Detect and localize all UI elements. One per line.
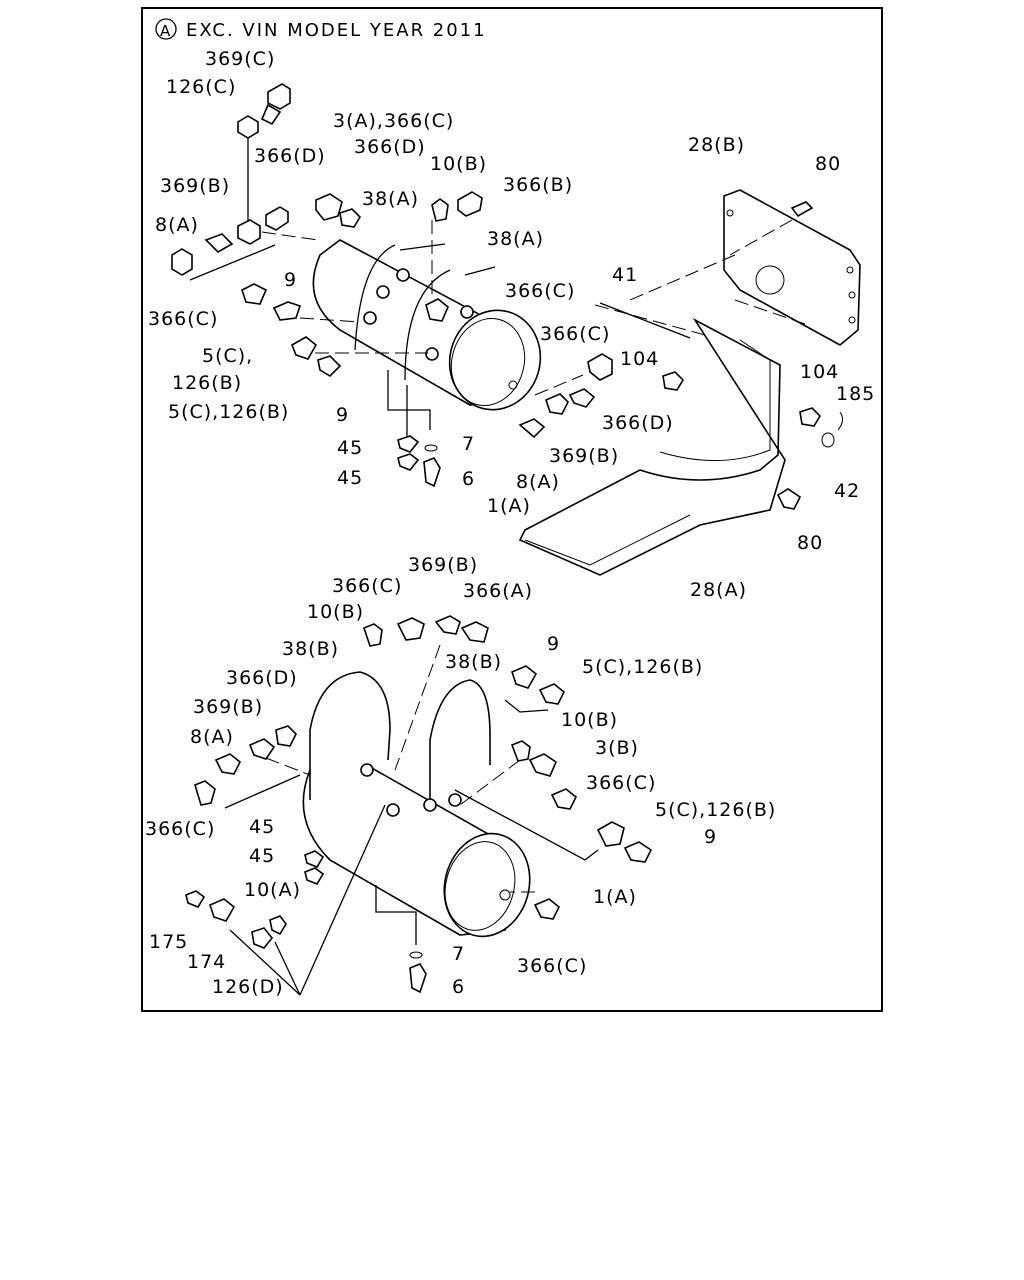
label-41: 41 bbox=[612, 264, 638, 286]
label-38b-b: 38(B) bbox=[445, 651, 502, 673]
label-5c-126b-b: 5(C),126(B) bbox=[655, 799, 776, 821]
label-10b-a: 10(B) bbox=[307, 601, 364, 623]
label-9a: 9 bbox=[284, 269, 297, 291]
lower-tank-group bbox=[185, 615, 653, 996]
label-45b: 45 bbox=[249, 845, 275, 867]
page-title: EXC. VIN MODEL YEAR 2011 bbox=[186, 20, 487, 41]
upper-tank-labels: 369(C) 126(C) 3(A),366(C) 366(D) 366(D) … bbox=[148, 48, 674, 517]
label-174: 174 bbox=[187, 951, 226, 973]
label-366b: 366(B) bbox=[503, 174, 573, 196]
label-8a-2: 8(A) bbox=[516, 471, 560, 493]
label-366c-a: 366(C) bbox=[332, 575, 402, 597]
label-10a: 10(A) bbox=[244, 879, 301, 901]
label-366c-a: 366(C) bbox=[505, 280, 575, 302]
title-block: A EXC. VIN MODEL YEAR 2011 bbox=[155, 18, 487, 41]
label-9a: 9 bbox=[547, 633, 560, 655]
label-366d-b: 366(D) bbox=[354, 136, 426, 158]
label-5c-126b: 5(C),126(B) bbox=[168, 401, 289, 423]
label-369c: 369(C) bbox=[205, 48, 275, 70]
label-38a-a: 38(A) bbox=[362, 188, 419, 210]
fitting-369c bbox=[267, 83, 291, 110]
label-366c-b: 366(C) bbox=[586, 772, 656, 794]
label-45b: 45 bbox=[337, 467, 363, 489]
label-126b: 126(B) bbox=[172, 372, 242, 394]
label-369b: 369(B) bbox=[408, 554, 478, 576]
label-3b: 3(B) bbox=[595, 737, 639, 759]
label-104b: 104 bbox=[800, 361, 839, 383]
label-9b: 9 bbox=[704, 826, 717, 848]
label-6: 6 bbox=[462, 468, 475, 490]
label-5c-126b-a: 5(C),126(B) bbox=[582, 656, 703, 678]
label-175: 175 bbox=[149, 931, 188, 953]
label-369b: 369(B) bbox=[160, 175, 230, 197]
lower-air-tank-endcap bbox=[443, 832, 531, 938]
label-45a: 45 bbox=[337, 437, 363, 459]
label-1a: 1(A) bbox=[593, 886, 637, 908]
section-marker: A bbox=[160, 22, 171, 40]
upper-bracket-28b bbox=[723, 189, 861, 346]
label-8a: 8(A) bbox=[155, 214, 199, 236]
label-366c-d: 366(C) bbox=[517, 955, 587, 977]
label-7: 7 bbox=[452, 943, 465, 965]
label-38a-b: 38(A) bbox=[487, 228, 544, 250]
label-8a: 8(A) bbox=[190, 726, 234, 748]
label-38b-a: 38(B) bbox=[282, 638, 339, 660]
label-366c-c: 366(C) bbox=[145, 818, 215, 840]
label-9b: 9 bbox=[336, 404, 349, 426]
label-6: 6 bbox=[452, 976, 465, 998]
label-126d: 126(D) bbox=[212, 976, 284, 998]
label-369b-2: 369(B) bbox=[193, 696, 263, 718]
label-7: 7 bbox=[462, 433, 475, 455]
label-10b: 10(B) bbox=[430, 153, 487, 175]
label-104a: 104 bbox=[620, 348, 659, 370]
label-3a-366c: 3(A),366(C) bbox=[333, 110, 454, 132]
label-42: 42 bbox=[834, 480, 860, 502]
label-80b: 80 bbox=[797, 532, 823, 554]
bracket-group bbox=[518, 189, 861, 576]
fitting-369b-upper bbox=[237, 219, 261, 245]
label-369b-2: 369(B) bbox=[549, 445, 619, 467]
label-28b: 28(B) bbox=[688, 134, 745, 156]
label-80a: 80 bbox=[815, 153, 841, 175]
label-28a: 28(A) bbox=[690, 579, 747, 601]
lower-tank-labels: 369(B) 366(C) 366(A) 10(B) 9 38(B) 38(B)… bbox=[145, 554, 776, 998]
diagram-frame bbox=[141, 7, 883, 1012]
label-366d-c: 366(D) bbox=[602, 412, 674, 434]
label-10b-b: 10(B) bbox=[561, 709, 618, 731]
label-5c: 5(C), bbox=[202, 345, 253, 367]
label-366c-c: 366(C) bbox=[540, 323, 610, 345]
label-126c: 126(C) bbox=[166, 76, 236, 98]
label-366a: 366(A) bbox=[463, 580, 533, 602]
label-366c-b: 366(C) bbox=[148, 308, 218, 330]
section-a-circle-icon bbox=[155, 18, 177, 40]
label-45a: 45 bbox=[249, 816, 275, 838]
label-185: 185 bbox=[836, 383, 875, 405]
upper-tank-group bbox=[171, 83, 613, 488]
bracket-labels: 28(B) 80 41 104 185 42 80 28(A) bbox=[612, 134, 875, 601]
label-1a: 1(A) bbox=[487, 495, 531, 517]
lower-bracket-28a bbox=[518, 317, 786, 576]
label-366d-a: 366(D) bbox=[254, 145, 326, 167]
fitting-126c bbox=[237, 115, 259, 139]
label-366d: 366(D) bbox=[226, 667, 298, 689]
